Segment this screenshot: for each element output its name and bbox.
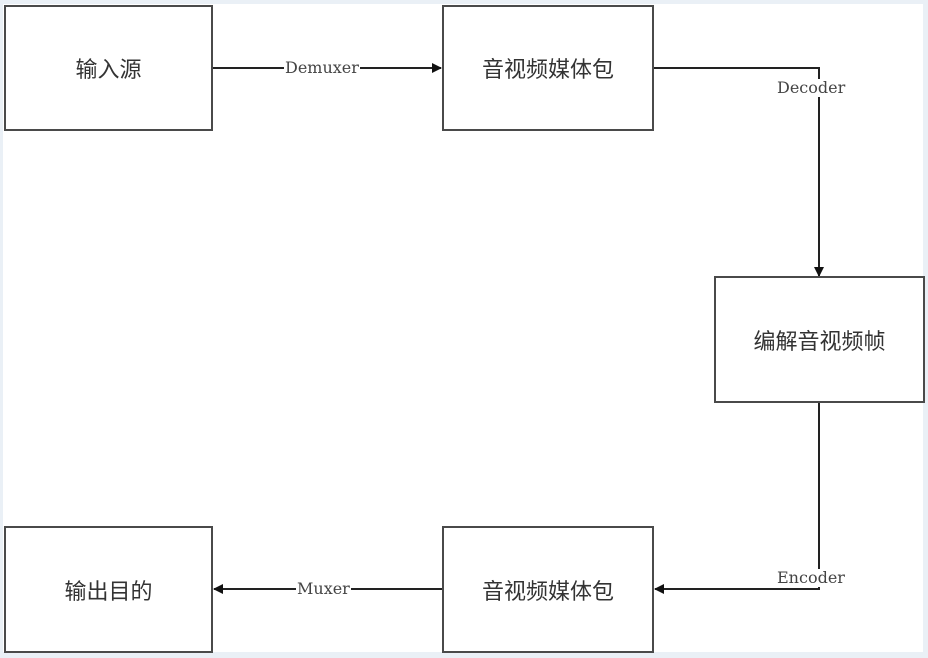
encoder-edge (654, 402, 820, 594)
edge-label-encoder: Encoder (776, 568, 846, 587)
node-packets-bottom: 音视频媒体包 (442, 526, 654, 653)
edge-label-muxer: Muxer (296, 579, 351, 598)
node-packets-top: 音视频媒体包 (442, 5, 654, 131)
edge-label-demuxer: Demuxer (284, 58, 360, 77)
node-decoded-frames: 编解音视频帧 (714, 276, 925, 403)
node-label: 音视频媒体包 (481, 579, 614, 605)
node-label: 编解音视频帧 (753, 329, 886, 355)
decoder-edge (653, 67, 824, 277)
edge-label-decoder: Decoder (776, 78, 847, 97)
node-label: 输出目的 (64, 579, 153, 605)
node-label: 音视频媒体包 (481, 58, 614, 83)
node-label: 输入源 (75, 58, 142, 83)
node-output-dest: 输出目的 (4, 526, 213, 653)
node-input-source: 输入源 (4, 5, 213, 131)
